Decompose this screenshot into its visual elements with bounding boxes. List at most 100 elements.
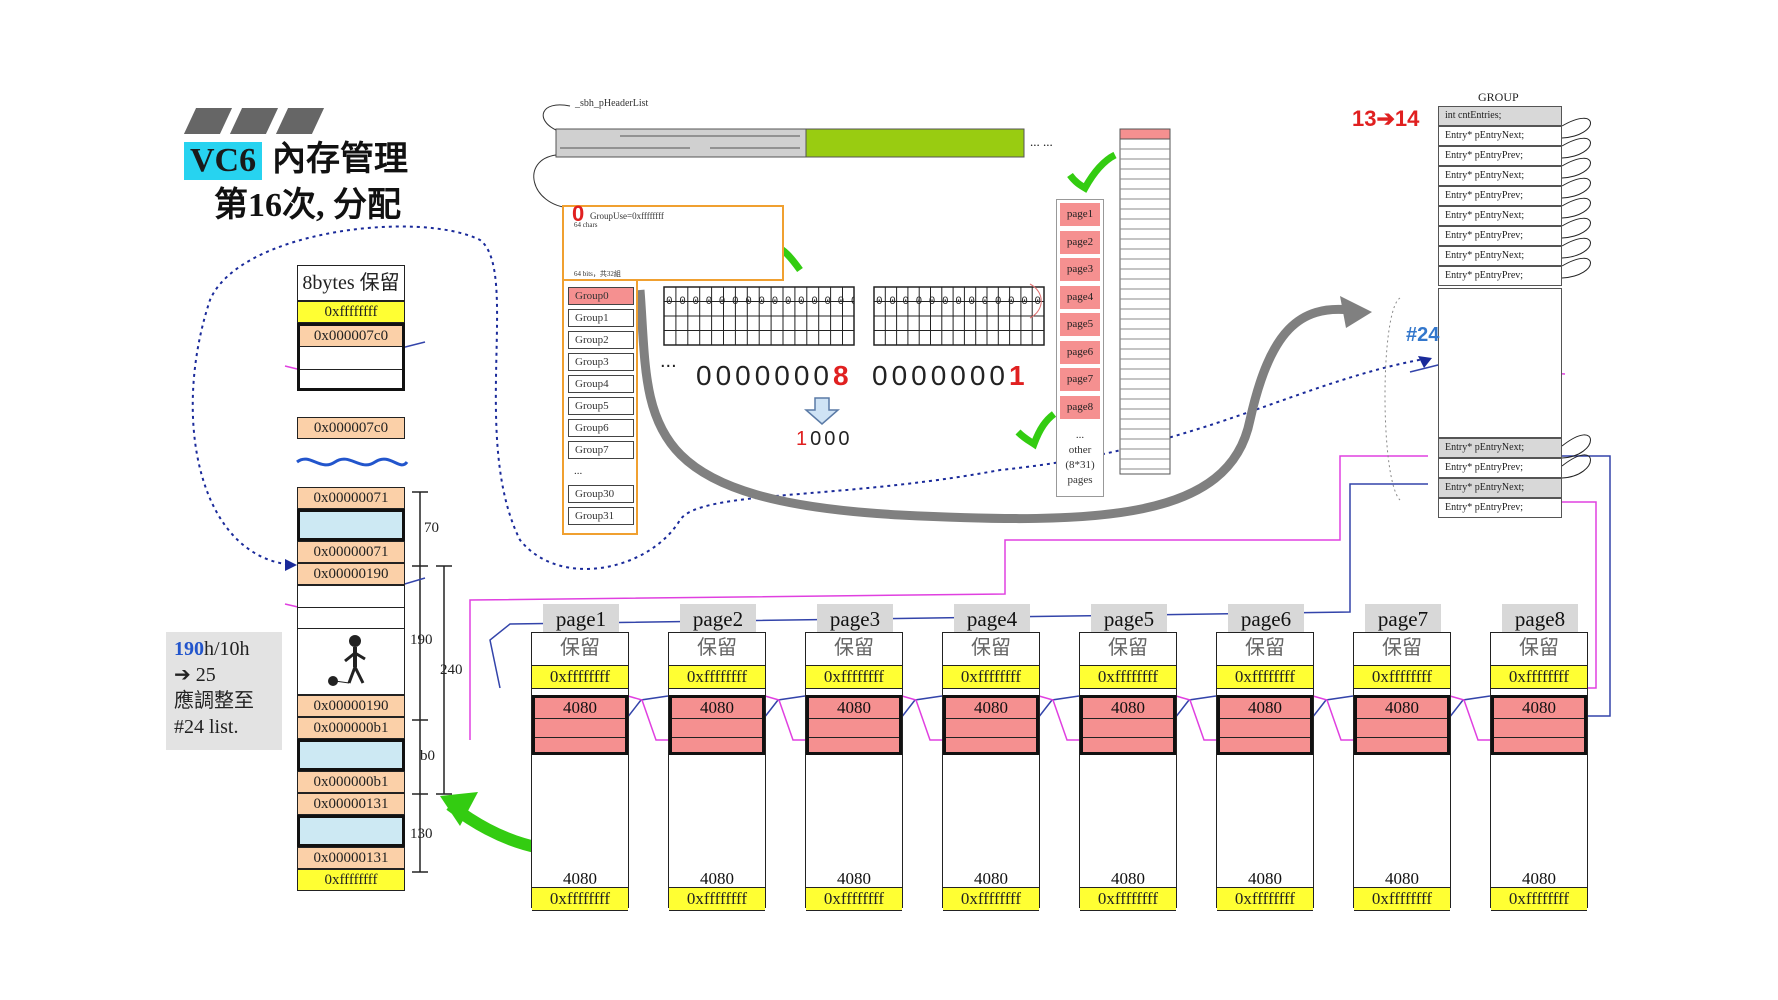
page-stack-top <box>1119 128 1171 140</box>
size-label-240: 240 <box>440 662 463 678</box>
group-struct: int cntEntries;Entry* pEntryNext;Entry* … <box>1438 106 1562 518</box>
page-ff-top: 0xffffffff <box>806 665 902 689</box>
region-page-item: page4 <box>1059 284 1101 310</box>
note-line-4: #24 list. <box>174 716 239 738</box>
mem-cell-b1-tail: 0x000000b1 <box>297 771 405 793</box>
page-ff-top: 0xffffffff <box>943 665 1039 689</box>
bitmap-result-rest: 000 <box>810 428 853 450</box>
size-label-70: 70 <box>424 520 439 536</box>
mem-cell-190-head: 0x00000190 <box>297 563 405 585</box>
mem-cell-71-tail: 0x00000071 <box>297 541 405 563</box>
pink-link-right-end <box>1562 501 1597 689</box>
mem-cell-b1-head: 0x000000b1 <box>297 717 405 739</box>
mem-header: 8bytes 保留 <box>297 265 405 301</box>
bitmap-value-right: 00000001 <box>872 360 1029 392</box>
page-end-size: 4080 <box>563 869 597 888</box>
page-ff-top: 0xffffffff <box>1491 665 1587 689</box>
page-reserved: 保留 <box>834 637 874 659</box>
header-list-ellipsis: ... ... <box>1030 134 1053 149</box>
group-item: Group6 <box>568 419 634 437</box>
page-free-block: 4080 <box>1354 695 1450 755</box>
mem-cell-ffffffff-top: 0xffffffff <box>297 301 405 323</box>
page-free-block: 4080 <box>669 695 765 755</box>
mem-block-b1-body <box>297 739 405 771</box>
pink-link-to-group <box>469 455 1428 740</box>
header-list-label: _sbh_pHeaderList <box>575 98 649 109</box>
page-free-size: 4080 <box>809 698 899 719</box>
mem-free-block-7c0: 0x000007c0 <box>297 323 405 391</box>
region-page-item: page3 <box>1059 257 1101 282</box>
page-end-size: 4080 <box>1111 869 1145 888</box>
list-24-label: #24 <box>1406 324 1440 346</box>
page-title: 內存管理 <box>272 141 408 178</box>
page-end-size: 4080 <box>837 869 871 888</box>
page-end-size: 4080 <box>700 869 734 888</box>
size-label-130: 130 <box>410 826 433 842</box>
dotted-loop-arrowhead-right <box>1418 356 1432 368</box>
page-reserved: 保留 <box>971 637 1011 659</box>
region-page-item: page5 <box>1059 312 1101 337</box>
page-label: page6 <box>1228 604 1304 632</box>
bitmap-red-arc <box>1029 283 1042 319</box>
page-free-size: 4080 <box>1083 698 1173 719</box>
group-struct-brace <box>1384 297 1401 501</box>
page-label: page8 <box>1502 604 1578 632</box>
cnt-entries-counter: 13➔14 <box>1352 106 1419 132</box>
mem-cell-131-tail: 0x00000131 <box>297 847 405 869</box>
page-free-block: 4080 <box>943 695 1039 755</box>
page-label: page4 <box>954 604 1030 632</box>
bitmap-ellipsis: ... <box>660 350 677 372</box>
page-reserved: 保留 <box>1108 637 1148 659</box>
mem-cell-7c0-tail: 0x000007c0 <box>297 417 405 439</box>
page-free-block: 4080 <box>532 695 628 755</box>
page-end-size: 4080 <box>1522 869 1556 888</box>
page-reserved: 保留 <box>1382 637 1422 659</box>
page-end-size: 4080 <box>1248 869 1282 888</box>
group-item: Group31 <box>568 507 634 525</box>
group-entry-row: Entry* pEntryPrev; <box>1438 458 1562 478</box>
page-subtitle: 第16次, 分配 <box>214 187 401 224</box>
group-item: Group1 <box>568 309 634 327</box>
region-page-item: page8 <box>1059 394 1101 420</box>
bitmap-result-digit: 1 <box>796 428 811 450</box>
region-pages-other-line: (8*31) <box>1065 459 1095 471</box>
page-free-block: 4080 <box>806 695 902 755</box>
mem-block-131-body <box>297 815 405 847</box>
page-ff-bottom: 0xffffffff <box>532 887 628 911</box>
size-label-190: 190 <box>410 632 433 648</box>
bitmap-row-left: 0 0 0 0 0 0 0 0 0 0 0 0 0 0 0 0 <box>666 296 854 308</box>
page-ff-bottom: 0xffffffff <box>1491 887 1587 911</box>
group-entry-row: Entry* pEntryNext; <box>1438 478 1562 498</box>
bitmap-value-left-digit: 8 <box>833 360 853 391</box>
page-free-block: 4080 <box>1217 695 1313 755</box>
page-free-size: 4080 <box>535 698 625 719</box>
memory-block-column: 8bytes 保留 0xffffffff 0x000007c0 0x000007… <box>297 265 407 895</box>
bitmap-value-right-digit: 1 <box>1009 360 1029 391</box>
group-entry-row: Entry* pEntryNext; <box>1438 246 1562 266</box>
group-item: Group7 <box>568 441 634 459</box>
mem-block-71-body <box>297 509 405 541</box>
group-entry-row: Entry* pEntryNext; <box>1438 166 1562 186</box>
region-detail-box: 0 GroupUse=0xffffffff 64 chars 64 bits，共… <box>562 201 784 281</box>
page-free-size: 4080 <box>1357 698 1447 719</box>
header-list-pointer <box>542 104 571 131</box>
region-page-item: page6 <box>1059 339 1101 365</box>
region-pages-other-line: pages <box>1067 474 1093 486</box>
page-free-size: 4080 <box>946 698 1036 719</box>
calculation-note: 190h/10h ➔ 25 應調整至 #24 list. <box>166 632 282 750</box>
page-end-size: 4080 <box>974 869 1008 888</box>
page-reserved: 保留 <box>560 637 600 659</box>
region-page-item: page1 <box>1059 202 1101 227</box>
header-region-pointer <box>533 154 571 209</box>
page-label: page3 <box>817 604 893 632</box>
group-entry-row: Entry* pEntryNext; <box>1438 206 1562 226</box>
page-reserved: 保留 <box>697 637 737 659</box>
column-break-wave <box>296 457 409 467</box>
